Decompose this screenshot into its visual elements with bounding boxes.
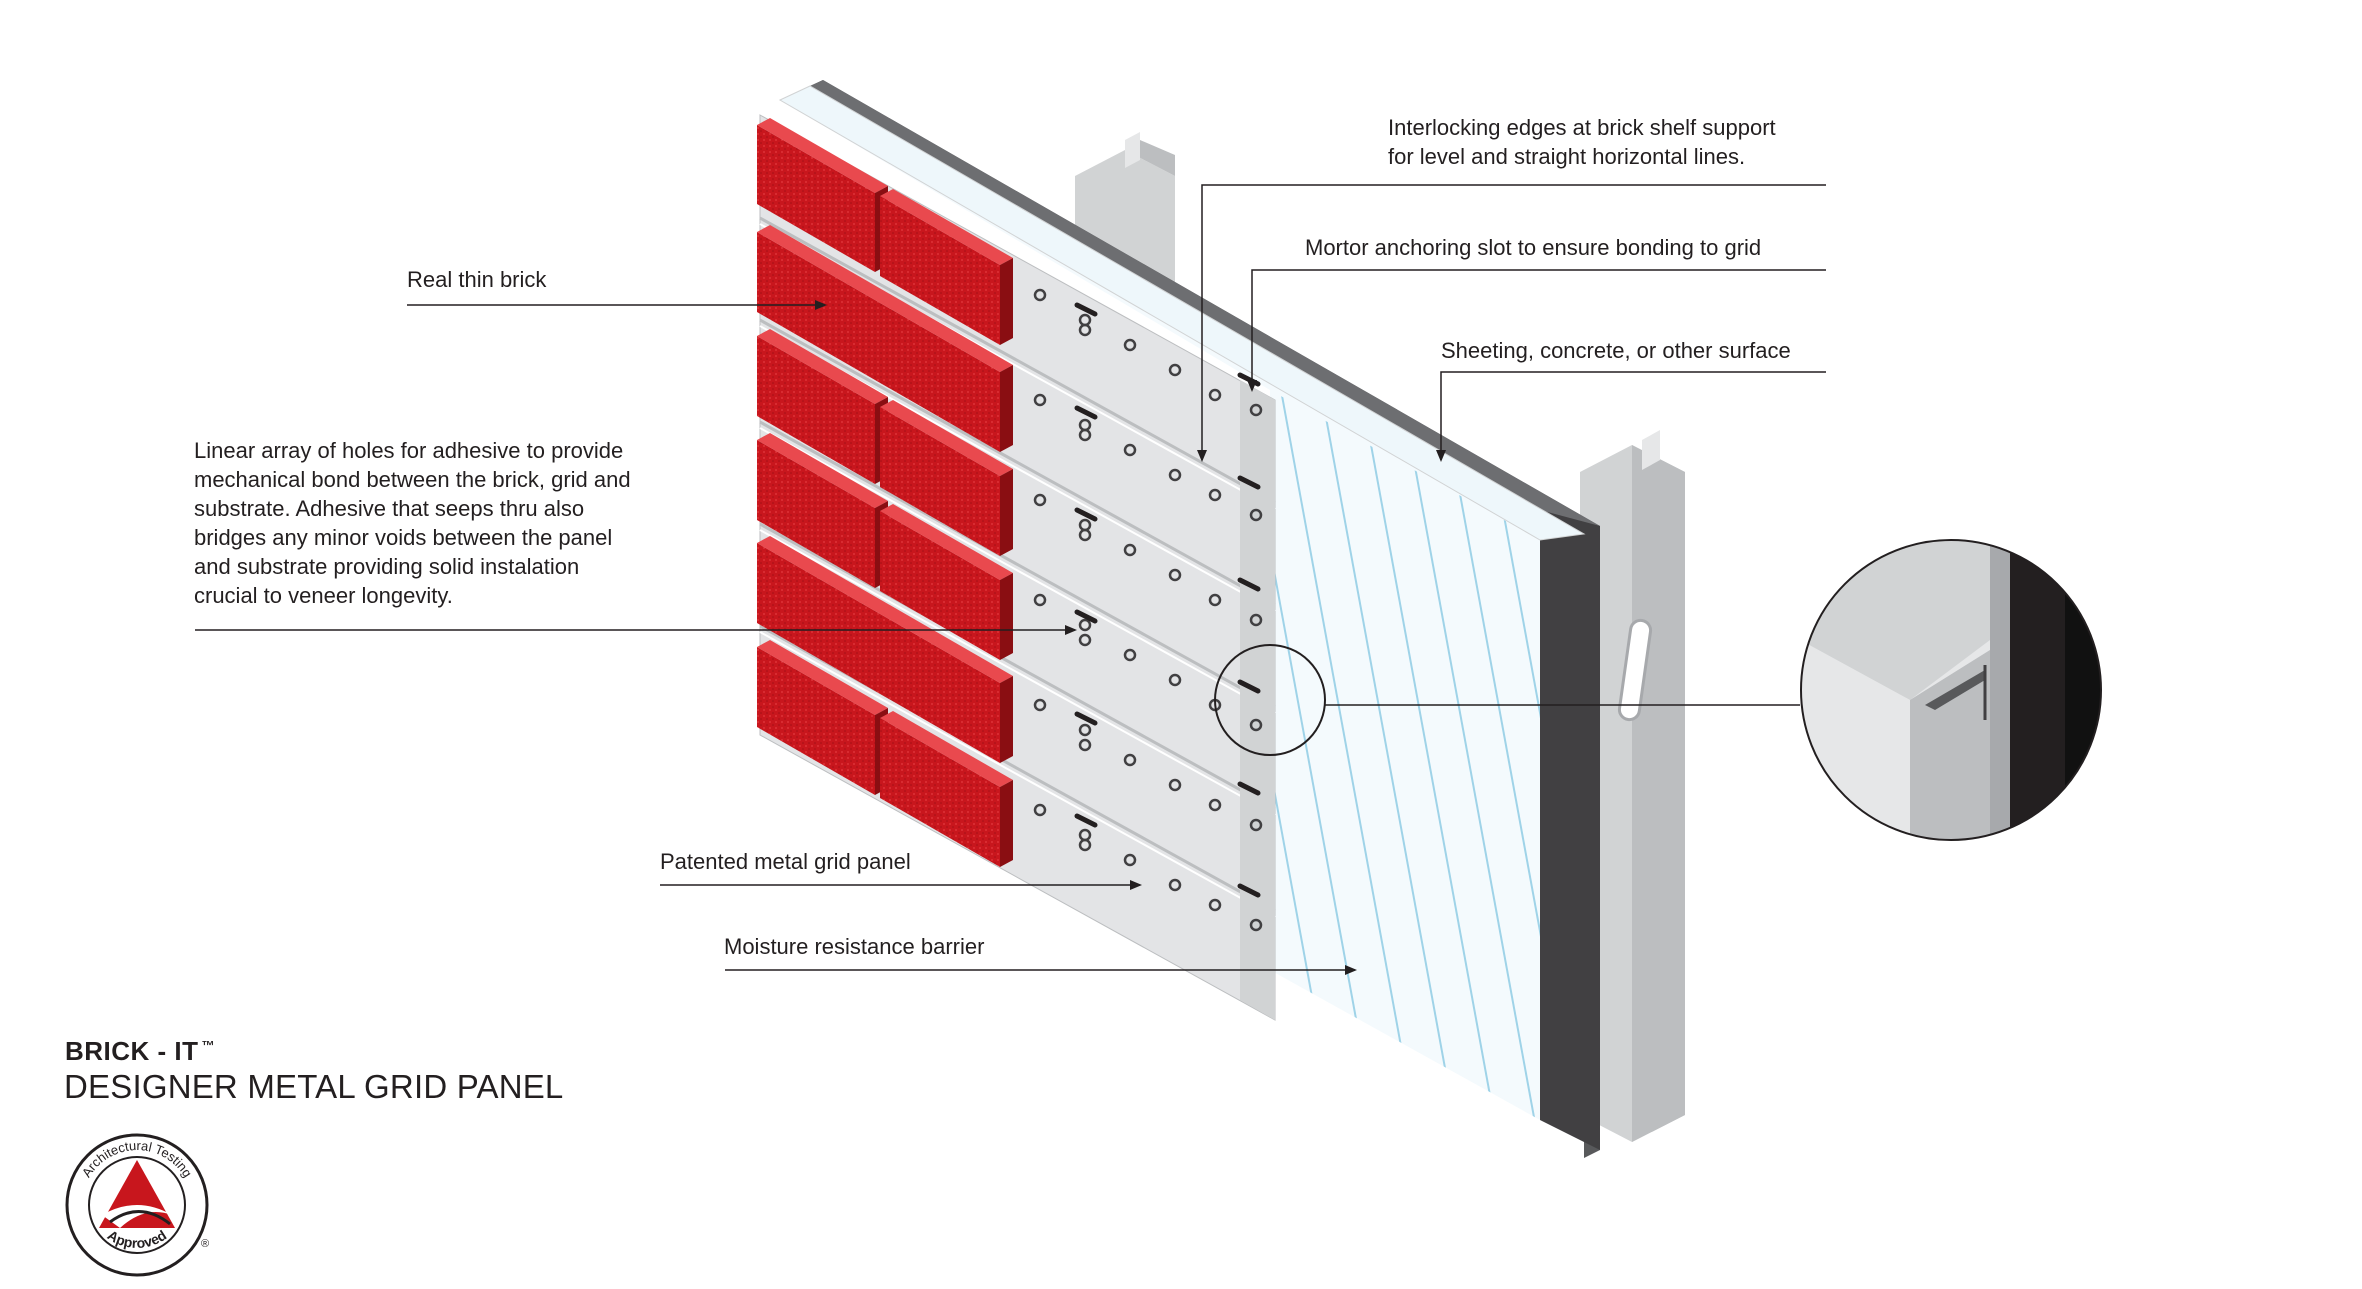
brick (757, 225, 1013, 452)
detail-source-circle (1214, 644, 1326, 756)
trademark-mark: ™ (201, 1038, 216, 1054)
brick (880, 400, 1013, 556)
sheeting-surface (810, 80, 1600, 1158)
callout-barrier: Moisture resistance barrier (724, 934, 985, 959)
callout-holes-4: bridges any minor voids between the pane… (194, 525, 613, 550)
callout-holes-1: Linear array of holes for adhesive to pr… (194, 438, 624, 463)
callout-interlocking-1: Interlocking edges at brick shelf suppor… (1388, 115, 1776, 140)
callout-interlocking-2: for level and straight horizontal lines. (1388, 144, 1746, 169)
seal-badge (65, 1133, 209, 1277)
brick (880, 711, 1013, 867)
rear-stud (1075, 132, 1175, 290)
seal-arc-bottom: Approved (105, 1227, 169, 1251)
front-stud (1580, 430, 1685, 1142)
callout-mortor: Mortor anchoring slot to ensure bonding … (1305, 235, 1762, 260)
detail-zoom (1801, 540, 2101, 840)
callout-holes-5: and substrate providing solid instalatio… (194, 554, 580, 579)
thin-bricks (757, 118, 1013, 867)
callout-brick: Real thin brick (407, 267, 547, 292)
svg-text:Architectural Testing: Architectural Testing (79, 1138, 196, 1180)
seal-arc-top: Architectural Testing (79, 1138, 196, 1180)
callout-sheeting: Sheeting, concrete, or other surface (1441, 338, 1791, 363)
brick (757, 536, 1013, 763)
callout-grid: Patented metal grid panel (660, 849, 911, 874)
brand-name-text: BRICK - IT (65, 1036, 199, 1066)
registered-mark: ® (201, 1238, 210, 1250)
svg-text:Approved: Approved (105, 1227, 169, 1251)
brick (880, 504, 1013, 660)
callout-holes-6: crucial to veneer longevity. (194, 583, 453, 608)
adhesive-holes (1033, 288, 1263, 932)
brand-subtitle: DESIGNER METAL GRID PANEL (64, 1068, 564, 1105)
seal-text: Architectural Testing Approved (79, 1138, 196, 1251)
callout-holes-2: mechanical bond between the brick, grid … (194, 467, 631, 492)
callout-holes-3: substrate. Adhesive that seeps thru also (194, 496, 585, 521)
callout-lines (195, 184, 1826, 975)
brick (880, 189, 1013, 345)
